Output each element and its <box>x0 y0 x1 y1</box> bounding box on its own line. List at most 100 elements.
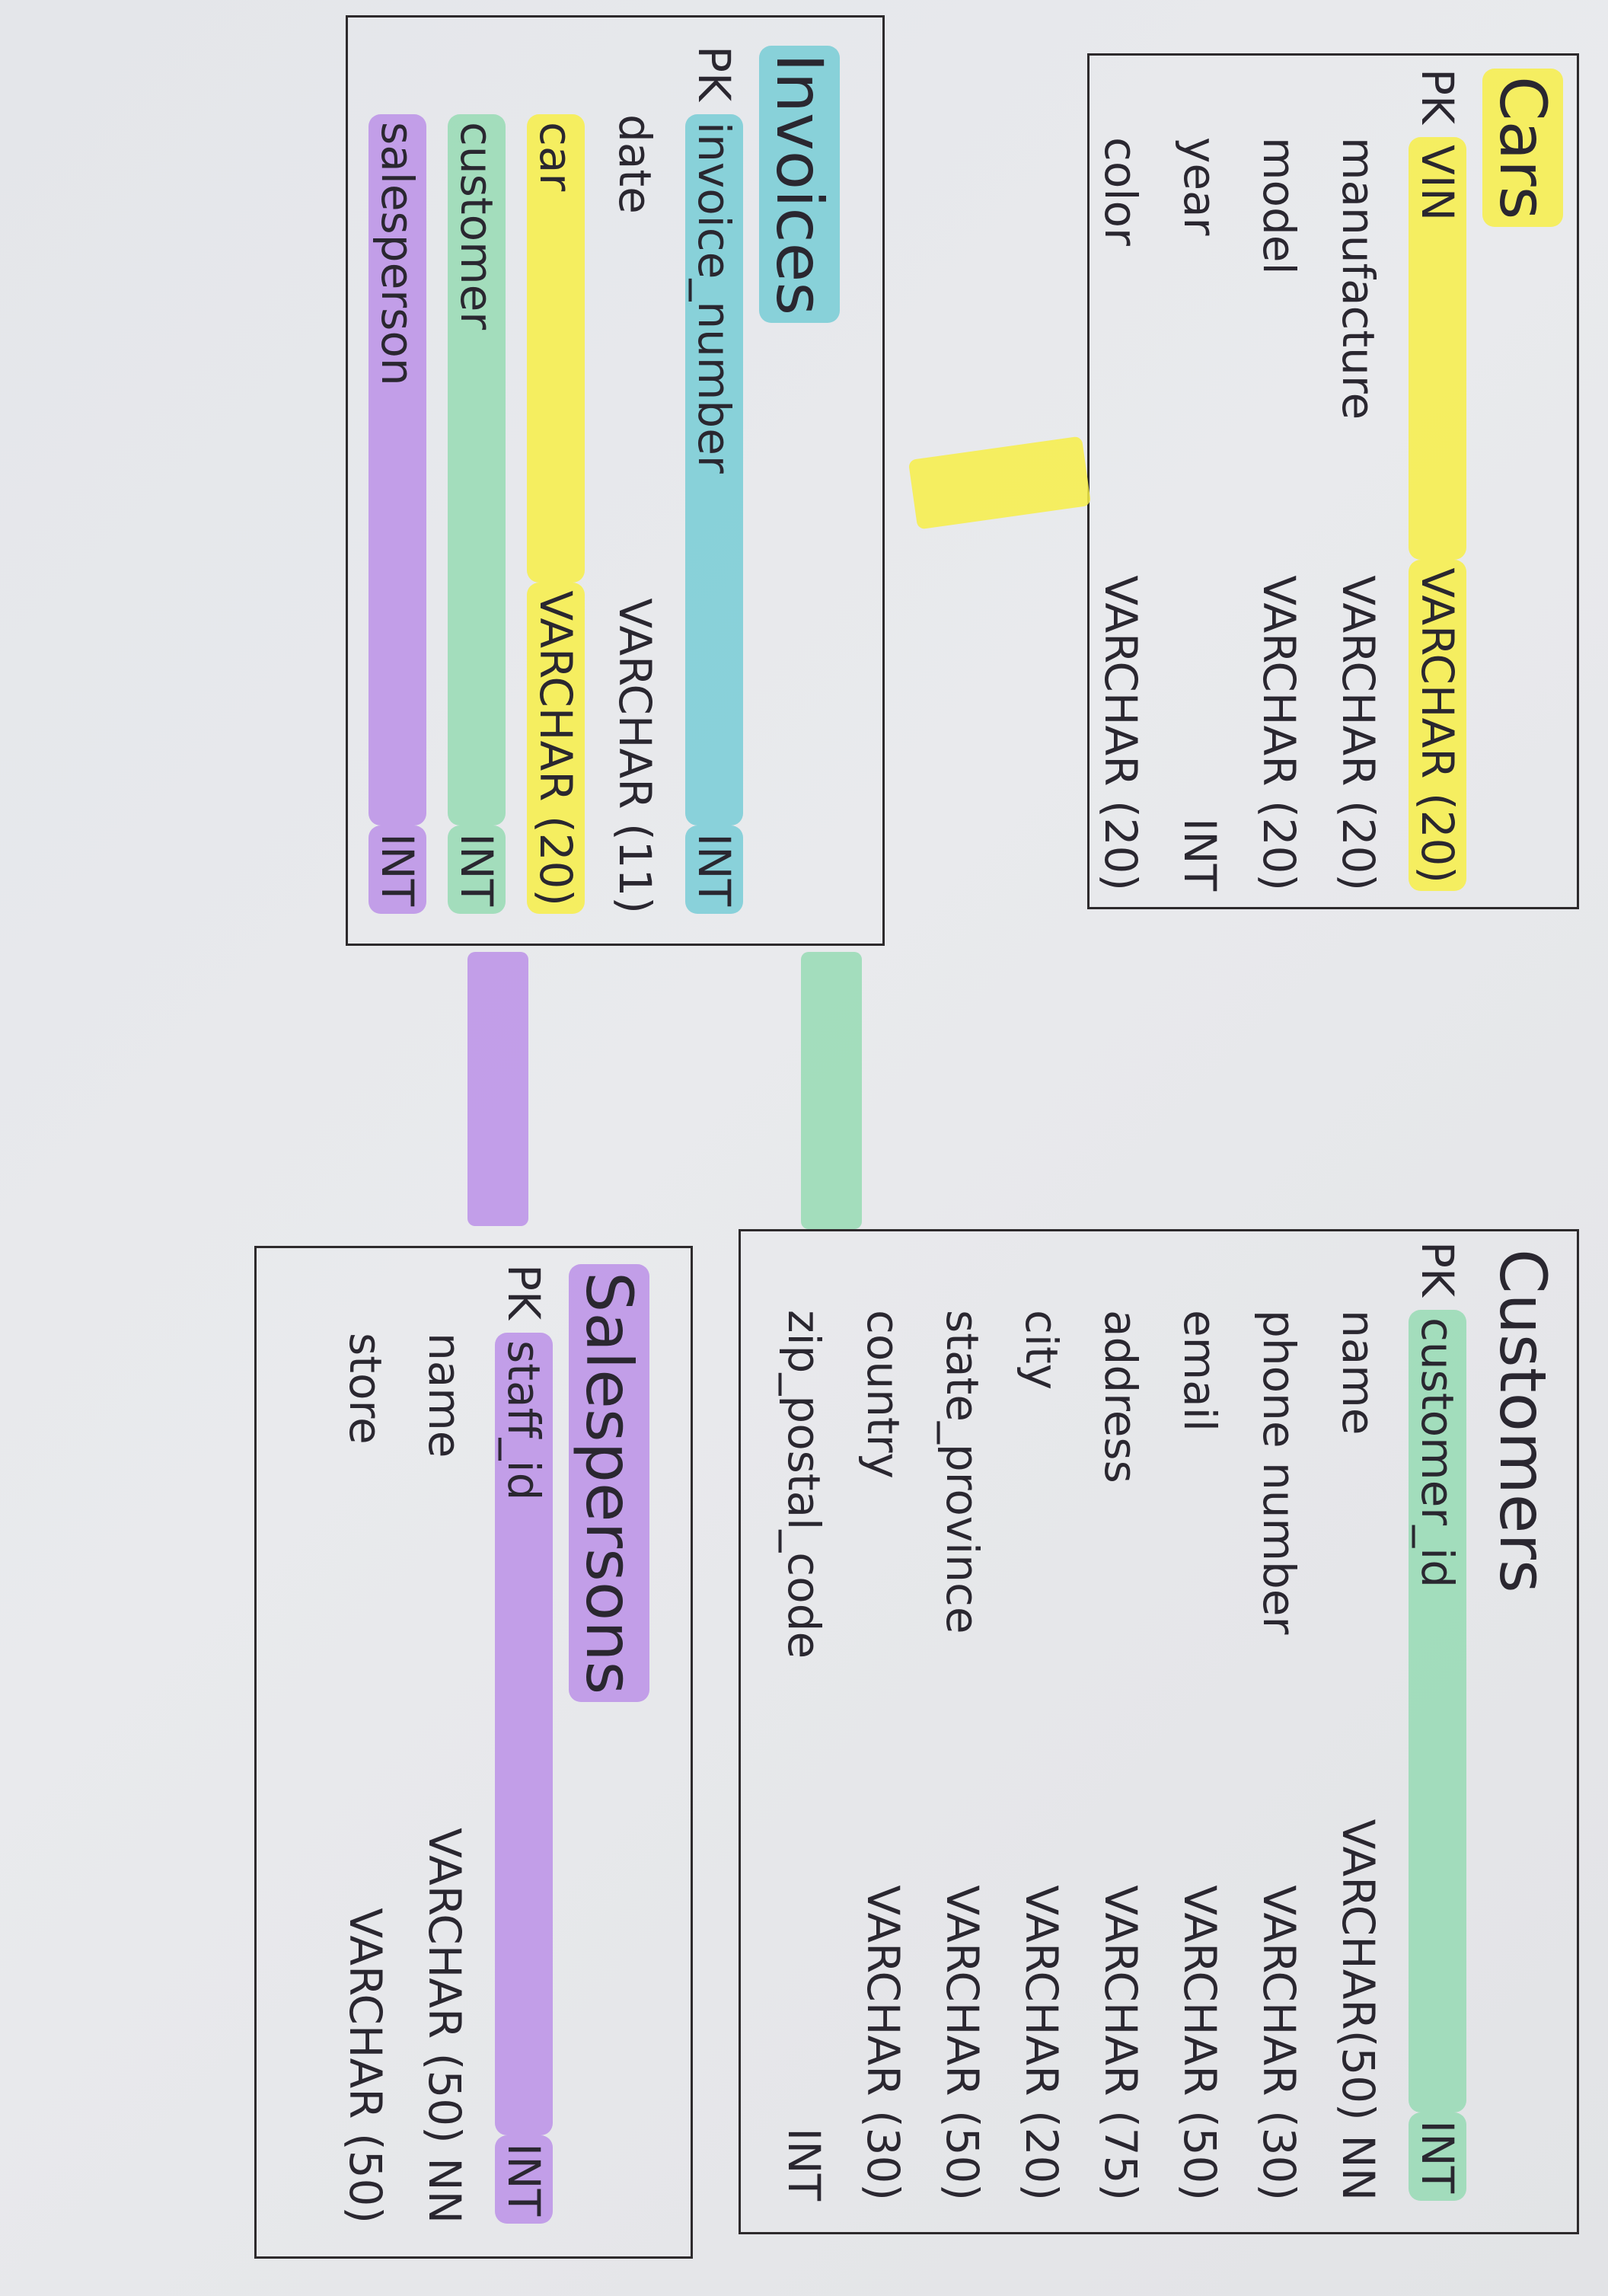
salespersons-invoices-connector <box>467 952 528 1226</box>
pk-marker <box>1174 69 1226 137</box>
column-name: name <box>419 1333 471 1458</box>
column-name: color <box>1095 137 1147 246</box>
pk-marker: PK <box>498 1264 550 1320</box>
table-row: email VARCHAR (50) <box>1160 1241 1240 2201</box>
cars-title: Cars <box>1482 69 1563 228</box>
pk-marker <box>857 1241 909 1310</box>
table-row: PK invoice_number INT <box>675 46 754 914</box>
column-name: state_province <box>936 1310 988 1634</box>
column-name: customer <box>448 114 506 826</box>
column-type: VARCHAR (20) <box>527 583 585 914</box>
column-type: VARCHAR (20) <box>1016 1885 1067 2201</box>
column-type: VARCHAR (75) <box>1095 1885 1147 2201</box>
column-name: country <box>857 1310 909 1479</box>
pk-marker: PK <box>688 46 740 102</box>
salespersons-title: Salespersons <box>569 1264 649 1703</box>
table-row: color VARCHAR (20) <box>1081 69 1160 891</box>
invoices-table-box <box>346 15 885 946</box>
invoices-table: Invoices PK invoice_number INT date VARC… <box>358 46 845 914</box>
customers-table-box <box>739 1229 1579 2234</box>
salespersons-table-box <box>254 1246 693 2259</box>
pk-marker <box>778 1241 830 1310</box>
column-type: VARCHAR (30) <box>1253 1885 1305 2201</box>
pk-marker <box>1016 1241 1067 1310</box>
column-name: store <box>340 1333 391 1445</box>
table-row: name VARCHAR (50) NN <box>405 1264 484 2224</box>
column-name: year <box>1174 137 1226 236</box>
pk-marker <box>1332 69 1384 137</box>
table-row: phone number VARCHAR (30) <box>1240 1241 1319 2201</box>
column-type: INT <box>778 2128 830 2201</box>
column-type: VARCHAR (50) <box>1174 1885 1226 2201</box>
pk-marker <box>372 46 423 114</box>
column-type: INT <box>495 2135 553 2224</box>
invoices-title: Invoices <box>759 46 840 324</box>
customers-title: Customers <box>1485 1249 1560 1593</box>
column-type: VARCHAR (50) <box>936 1885 988 2201</box>
column-type: INT <box>1409 2112 1466 2201</box>
column-type: VARCHAR (11) <box>609 598 661 914</box>
table-row: PK VIN VARCHAR (20) <box>1398 69 1477 891</box>
column-type: VARCHAR (20) <box>1409 560 1466 891</box>
pk-marker <box>1253 1241 1305 1310</box>
pk-marker <box>1174 1241 1226 1310</box>
column-name: invoice_number <box>685 114 743 826</box>
table-row: manufacture VARCHAR (20) <box>1319 69 1398 891</box>
cars-table: Cars PK VIN VARCHAR (20) manufacture VAR… <box>1081 69 1568 891</box>
column-name: name <box>1332 1310 1384 1435</box>
table-row: customer INT <box>437 46 516 914</box>
table-row: PK customer_id INT <box>1398 1241 1477 2201</box>
column-type: VARCHAR (20) <box>1253 575 1305 891</box>
table-row: car VARCHAR (20) <box>516 46 595 914</box>
column-type: VARCHAR (30) <box>857 1885 909 2201</box>
column-type: INT <box>685 825 743 914</box>
table-row: country VARCHAR (30) <box>844 1241 923 2201</box>
pk-marker: PK <box>1412 1241 1463 1298</box>
column-name: car <box>527 114 585 583</box>
column-type: VARCHAR (20) <box>1095 575 1147 891</box>
column-name: address <box>1095 1310 1147 1483</box>
cars-invoices-connector <box>908 436 1092 530</box>
column-type: VARCHAR(50) NN <box>1332 1819 1384 2201</box>
customers-invoices-connector <box>801 952 862 1229</box>
table-row: salesperson INT <box>358 46 437 914</box>
column-name: email <box>1174 1310 1226 1432</box>
column-name: VIN <box>1409 137 1466 560</box>
table-row: store VARCHAR (50) <box>326 1264 405 2224</box>
pk-marker <box>936 1241 988 1310</box>
table-row: date VARCHAR (11) <box>595 46 675 914</box>
table-row: name VARCHAR(50) NN <box>1319 1241 1398 2201</box>
pk-marker <box>419 1264 471 1333</box>
table-row: address VARCHAR (75) <box>1081 1241 1160 2201</box>
salespersons-table: Salespersons PK staff_id INT name VARCHA… <box>326 1264 655 2224</box>
column-type: VARCHAR (50) <box>340 1908 391 2224</box>
table-row: year INT <box>1160 69 1240 891</box>
column-name: zip_postal_code <box>778 1310 830 1659</box>
pk-marker <box>340 1264 391 1333</box>
column-name: phone number <box>1253 1310 1305 1635</box>
pk-marker <box>609 46 661 114</box>
table-row: PK staff_id INT <box>484 1264 563 2224</box>
customers-table: Customers PK customer_id INT name VARCHA… <box>764 1241 1568 2201</box>
pk-marker: PK <box>1412 69 1463 125</box>
table-row: state_province VARCHAR (50) <box>923 1241 1002 2201</box>
column-type: INT <box>448 825 506 914</box>
table-row: model VARCHAR (20) <box>1240 69 1319 891</box>
column-name: date <box>609 114 661 214</box>
column-name: customer_id <box>1409 1310 1466 2113</box>
column-type: INT <box>368 825 426 914</box>
pk-marker <box>1253 69 1305 137</box>
pk-marker <box>1332 1241 1384 1310</box>
column-type: INT <box>1174 818 1226 891</box>
pk-marker <box>530 46 582 114</box>
column-type: VARCHAR (50) NN <box>419 1828 471 2224</box>
pk-marker <box>1095 69 1147 137</box>
table-row: zip_postal_code INT <box>764 1241 844 2201</box>
table-row: city VARCHAR (20) <box>1002 1241 1081 2201</box>
column-name: manufacture <box>1332 137 1384 420</box>
pk-marker <box>451 46 502 114</box>
column-name: salesperson <box>368 114 426 826</box>
pk-marker <box>1095 1241 1147 1310</box>
cars-table-box <box>1087 53 1579 909</box>
column-name: staff_id <box>495 1333 553 2136</box>
